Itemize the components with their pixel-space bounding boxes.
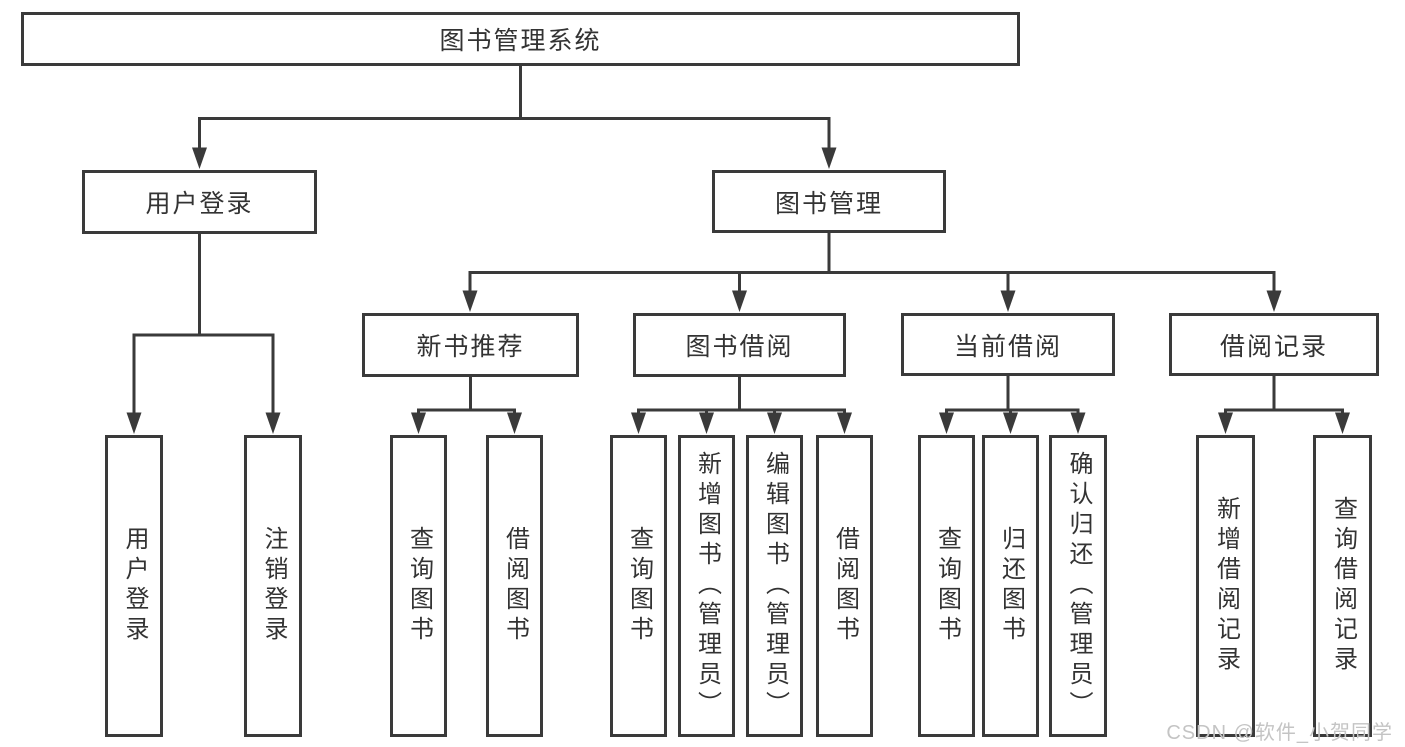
leaf-add-borrow-record-label: 新增借阅记录	[1212, 496, 1240, 676]
leaf-return-book-label: 归还图书	[997, 526, 1025, 646]
leaf-add-book-admin-label: 新增图书（管理员）	[693, 451, 721, 721]
leaf-return-book: 归还图书	[982, 435, 1039, 737]
node-new-book-recommend: 新书推荐	[362, 313, 579, 377]
node-new-book-recommend-label: 新书推荐	[416, 333, 525, 361]
leaf-edit-book-admin: 编辑图书（管理员）	[746, 435, 803, 737]
leaf-confirm-return-admin-label: 确认归还（管理员）	[1065, 451, 1092, 721]
node-root-label: 图书管理系统	[439, 27, 602, 55]
leaf-borrow-book-label: 借阅图书	[831, 526, 859, 646]
leaf-newbooks-query-label: 查询图书	[405, 526, 433, 646]
leaf-logout: 注销登录	[244, 435, 302, 737]
leaf-query-borrow-record: 查询借阅记录	[1313, 435, 1372, 737]
leaf-logout-label: 注销登录	[260, 526, 287, 646]
leaf-newbooks-borrow: 借阅图书	[486, 435, 543, 737]
node-borrow-records: 借阅记录	[1169, 313, 1379, 376]
node-book-management: 图书管理	[712, 170, 946, 233]
leaf-add-book-admin: 新增图书（管理员）	[678, 435, 735, 737]
leaf-query-borrow-record-label: 查询借阅记录	[1329, 496, 1357, 676]
node-user-login-branch: 用户登录	[82, 170, 317, 234]
node-book-borrow: 图书借阅	[633, 313, 846, 377]
leaf-borrow-book: 借阅图书	[816, 435, 873, 737]
leaf-user-login-label: 用户登录	[121, 526, 148, 646]
csdn-watermark: CSDN @软件_小贺同学	[1166, 722, 1393, 744]
node-borrow-records-label: 借阅记录	[1219, 332, 1328, 361]
leaf-current-query: 查询图书	[918, 435, 975, 737]
node-user-login-branch-label: 用户登录	[145, 190, 254, 218]
leaf-confirm-return-admin: 确认归还（管理员）	[1049, 435, 1107, 737]
node-book-management-label: 图书管理	[774, 189, 883, 218]
node-current-borrow: 当前借阅	[901, 313, 1115, 376]
node-book-borrow-label: 图书借阅	[685, 333, 794, 361]
leaf-add-borrow-record: 新增借阅记录	[1196, 435, 1255, 737]
leaf-borrow-query: 查询图书	[610, 435, 667, 737]
node-root: 图书管理系统	[21, 12, 1020, 66]
node-current-borrow-label: 当前借阅	[953, 332, 1062, 361]
leaf-current-query-label: 查询图书	[933, 526, 961, 646]
leaf-borrow-query-label: 查询图书	[625, 526, 653, 646]
leaf-newbooks-borrow-label: 借阅图书	[501, 526, 529, 646]
leaf-user-login: 用户登录	[105, 435, 163, 737]
leaf-newbooks-query: 查询图书	[390, 435, 447, 737]
leaf-edit-book-admin-label: 编辑图书（管理员）	[761, 451, 789, 721]
